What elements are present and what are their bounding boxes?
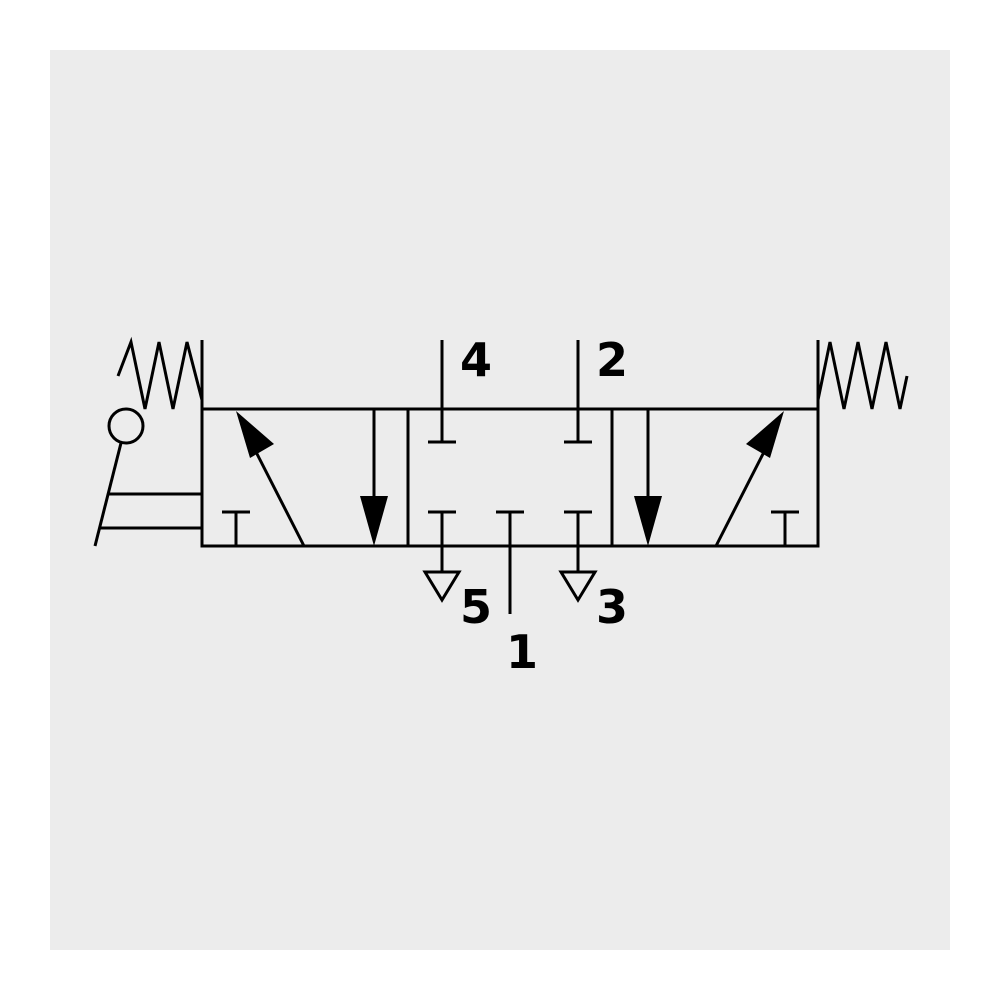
port-4-label: 4 — [460, 333, 492, 387]
exhaust-3-icon — [558, 570, 598, 603]
left-diagonal-arrowhead-icon — [236, 411, 274, 458]
right-vertical-arrowhead-icon — [634, 496, 662, 546]
roller-icon — [107, 407, 145, 445]
left-diagonal-arrow-shaft — [252, 447, 306, 547]
right-diagonal-arrow-shaft — [714, 447, 768, 547]
port-2-label: 2 — [596, 333, 628, 387]
diagram-panel — [50, 50, 950, 950]
left-vertical-arrowhead-icon — [360, 496, 388, 546]
right-spring-icon — [816, 341, 909, 410]
left-spring-icon — [116, 336, 204, 410]
right-diagonal-arrowhead-icon — [746, 411, 784, 458]
port-3-label: 3 — [596, 580, 628, 634]
port-5-label: 5 — [460, 580, 492, 634]
exhaust-5-icon — [422, 570, 462, 603]
port-1-label: 1 — [506, 625, 538, 679]
